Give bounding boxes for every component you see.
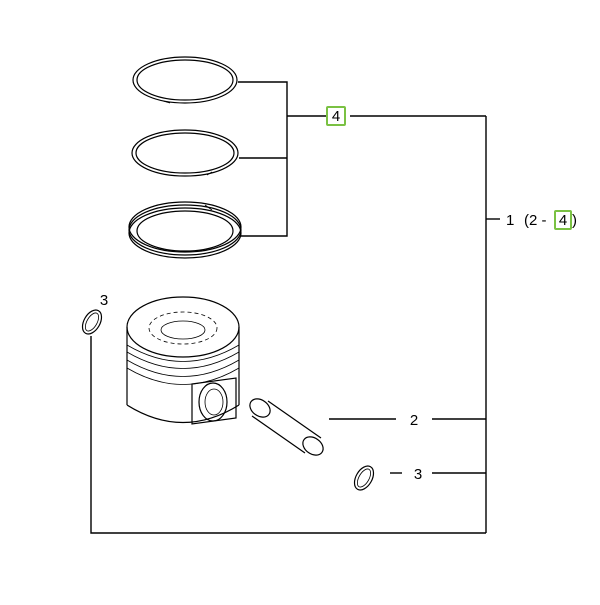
circlip-left-callout: 3: [100, 292, 108, 309]
piston: [126, 296, 240, 425]
circlip-right-callout: 3: [414, 466, 422, 483]
ring-set-callout-box[interactable]: [326, 106, 346, 126]
assembly-callout-number: 1: [506, 212, 514, 229]
assembly-callout-close: ): [572, 212, 577, 229]
assembly-ref-callout-box[interactable]: [554, 210, 572, 230]
piston-pin: [249, 398, 324, 456]
leader-lines: [90, 81, 500, 534]
piston-ring-oil: [128, 201, 242, 259]
piston-ring-top: [132, 56, 238, 104]
ring-set-callout[interactable]: 4: [332, 108, 340, 125]
assembly-ref-callout[interactable]: 4: [559, 212, 567, 229]
assembly-callout-range: (2 -: [524, 212, 547, 229]
circlip-right: [353, 465, 375, 491]
piston-ring-middle: [131, 129, 239, 177]
circlip-left: [81, 309, 103, 335]
pin-callout: 2: [410, 412, 418, 429]
